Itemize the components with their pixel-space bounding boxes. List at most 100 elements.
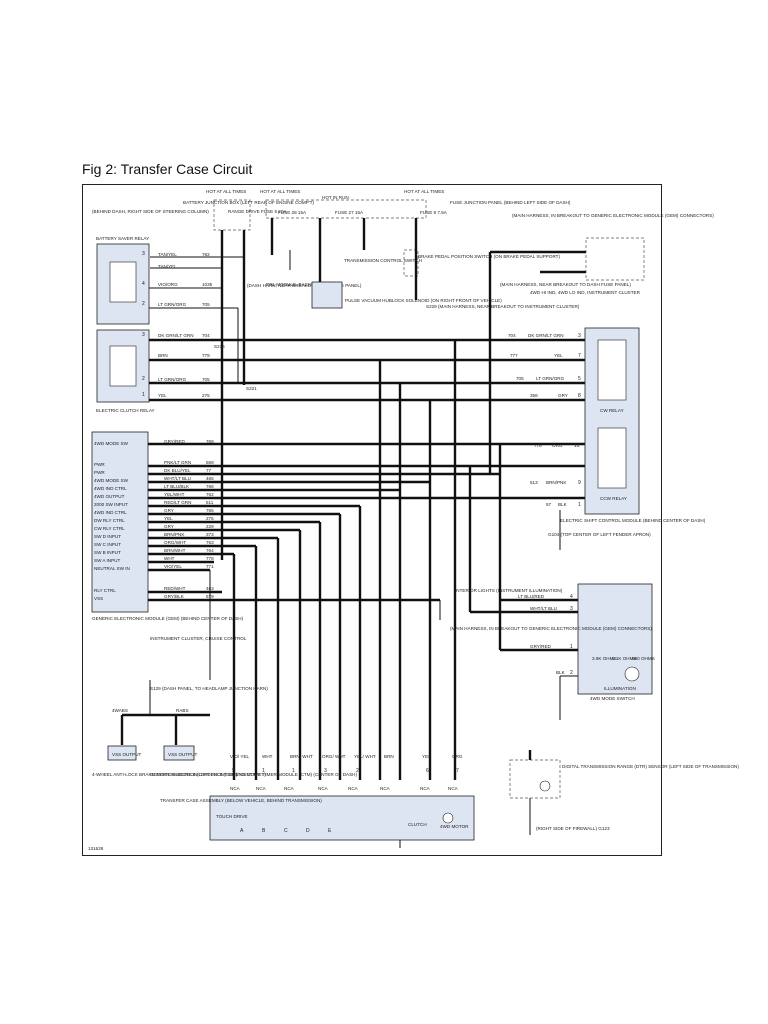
- svg-text:VIO/YEL: VIO/YEL: [164, 564, 182, 569]
- svg-text:WHT: WHT: [164, 556, 175, 561]
- fuse-panel-note: FUSE JUNCTION PANEL (BEHIND LEFT SIDE OF…: [450, 200, 571, 205]
- svg-text:YEL/WHT: YEL/WHT: [164, 492, 185, 497]
- svg-text:DW RLY CTRL: DW RLY CTRL: [94, 518, 125, 523]
- svg-text:5.1K OHMS: 5.1K OHMS: [612, 656, 637, 661]
- tc-connector-row: VIO/ YEL 5 NCA WHT 1 NCA BRN/ WHT 1 NCA …: [230, 754, 463, 791]
- fuse-28: FUSE 28 15A: [278, 210, 307, 215]
- instrument-cluster: 4WD HI IND, 4WD LO IND, INSTRUMENT CLUST…: [488, 237, 645, 474]
- svg-text:WHT: WHT: [262, 754, 273, 759]
- svg-text:513: 513: [530, 480, 538, 485]
- svg-text:10: 10: [574, 443, 580, 449]
- svg-text:3: 3: [570, 606, 573, 612]
- svg-text:3: 3: [142, 251, 145, 257]
- svg-text:1: 1: [578, 502, 581, 508]
- behind-dash-note: (BEHIND DASH, RIGHT SIDE OF STEERING COL…: [92, 209, 209, 214]
- svg-text:782: 782: [202, 252, 210, 257]
- hot-label-1: HOT AT ALL TIMES: [206, 189, 246, 194]
- svg-text:3: 3: [578, 333, 581, 339]
- hot-in-run-label: HOT IN RUN: [322, 195, 349, 200]
- svg-text:BRN: BRN: [158, 353, 168, 358]
- svg-text:1: 1: [142, 392, 145, 398]
- svg-text:ORG: ORG: [452, 754, 463, 759]
- svg-text:3: 3: [324, 768, 327, 774]
- svg-text:705: 705: [202, 377, 210, 382]
- motor-icon: [442, 812, 454, 824]
- svg-text:SW A INPUT: SW A INPUT: [94, 558, 120, 563]
- svg-text:GRY/RED: GRY/RED: [530, 644, 552, 649]
- svg-text:YEL: YEL: [554, 353, 563, 358]
- clutch-relay-label: ELECTRIC CLUTCH RELAY: [96, 408, 155, 413]
- illumination-label: ILLUMINATION: [604, 686, 636, 691]
- svg-text:705: 705: [516, 376, 524, 381]
- svg-text:TAN/YEL: TAN/YEL: [158, 264, 177, 269]
- vss-gem-tag: RABS: [176, 708, 189, 713]
- touch-drive-label: TOUCH DRIVE: [216, 814, 248, 819]
- svg-text:705: 705: [202, 302, 210, 307]
- vss-gem-output: [163, 745, 195, 761]
- svg-text:1035: 1035: [202, 282, 213, 287]
- svg-text:NCA: NCA: [420, 786, 431, 791]
- svg-text:1: 1: [292, 768, 295, 774]
- svg-text:DK GRN/LT GRN: DK GRN/LT GRN: [158, 333, 194, 338]
- svg-text:LT BLU/BLK: LT BLU/BLK: [164, 484, 190, 489]
- feed-wires: [150, 218, 418, 560]
- left-pin-row: 3 TAN/YEL 782 TAN/YEL 4 VIO/ORG 1035 2 L…: [142, 251, 213, 398]
- svg-text:BRN/PNK: BRN/PNK: [546, 480, 567, 485]
- svg-text:GRY: GRY: [164, 524, 174, 529]
- fuse-range-drive: RANGE DRIVE FUSE 5 20A: [228, 209, 287, 214]
- generic-electronic-module: GENERIC ELECTRONIC MODULE (GEM) (BEHIND …: [91, 431, 244, 621]
- svg-text:LT BLU/RED: LT BLU/RED: [518, 594, 545, 599]
- svg-text:BRN/WHT: BRN/WHT: [164, 548, 186, 553]
- svg-text:704: 704: [202, 333, 210, 338]
- svg-text:NCA: NCA: [348, 786, 359, 791]
- battery-saver-label: BATTERY SAVER RELAY: [96, 236, 149, 241]
- svg-text:GRY: GRY: [164, 508, 174, 513]
- svg-text:NCA: NCA: [448, 786, 459, 791]
- svg-text:8: 8: [578, 393, 581, 399]
- svg-text:4WD MODE SW: 4WD MODE SW: [94, 478, 129, 483]
- svg-text:CW RLY CTRL: CW RLY CTRL: [94, 526, 125, 531]
- dash-harness-note: (DASH HARN, NEAR BREAKOUT TO IP FUSE PAN…: [247, 283, 362, 288]
- svg-text:779: 779: [202, 353, 210, 358]
- svg-text:4WD MODE SW: 4WD MODE SW: [94, 441, 129, 446]
- vss-abs-note: 4-WHEEL ANTI-LOCK BRAKE SYSTEM MODULE (L…: [92, 772, 266, 777]
- gem-wires: [148, 442, 585, 602]
- svg-text:SW D INPUT: SW D INPUT: [94, 534, 121, 539]
- figure-title: Fig 2: Transfer Case Circuit: [82, 161, 253, 177]
- svg-text:2: 2: [142, 376, 145, 382]
- splice-s216: S216: [214, 344, 225, 349]
- svg-text:6: 6: [426, 768, 429, 774]
- svg-text:769: 769: [206, 439, 214, 444]
- clutch-label: CLUTCH: [408, 822, 427, 827]
- transfer-case-assembly: TRANSFER CASE ASSEMBLY (BELOW VEHICLE, B…: [160, 795, 475, 841]
- svg-text:NCA: NCA: [230, 786, 241, 791]
- motor-label: 4WD MOTOR: [440, 824, 469, 829]
- svg-text:VIO/ YEL: VIO/ YEL: [230, 754, 250, 759]
- svg-text:LT GRN/ORG: LT GRN/ORG: [158, 302, 187, 307]
- gem-box: [91, 431, 149, 613]
- drl-module-note: DRL MODULE, BACKUP LAMPS: [266, 282, 334, 287]
- dtr-outline: [509, 759, 561, 799]
- dtr-sensor: DIGITAL TRANSMISSION RANGE (DTR) SENSOR …: [509, 750, 739, 835]
- svg-text:GRY/RED: GRY/RED: [164, 439, 186, 444]
- svg-text:D: D: [306, 828, 310, 834]
- svg-text:VSS OUTPUT: VSS OUTPUT: [168, 752, 198, 757]
- svg-text:WHT/LT BLU: WHT/LT BLU: [164, 476, 191, 481]
- svg-text:373: 373: [206, 532, 214, 537]
- main-harness-dash-note: (MAIN HARNESS, NEAR BREAKOUT TO DASH FUS…: [500, 282, 631, 287]
- fuse-27: FUSE 27 15A: [335, 210, 364, 215]
- svg-text:3.9K OHMS: 3.9K OHMS: [592, 656, 617, 661]
- svg-text:RED/WHT: RED/WHT: [164, 586, 186, 591]
- vss-abs-tag: 4WABS: [112, 708, 128, 713]
- svg-text:766: 766: [206, 484, 214, 489]
- vacuum-solenoid-note: PULSE VACUUM HUBLOCK SOLENOID (ON RIGHT …: [345, 298, 502, 303]
- svg-text:BRN/ WHT: BRN/ WHT: [290, 754, 313, 759]
- escm-label: ELECTRIC SHIFT CONTROL MODULE (BEHIND CE…: [560, 518, 706, 523]
- svg-text:4WD IND CTRL: 4WD IND CTRL: [94, 486, 127, 491]
- svg-text:NEUTRAL SW IN: NEUTRAL SW IN: [94, 566, 130, 571]
- svg-text:4: 4: [570, 594, 573, 600]
- figure-id: 131626: [88, 846, 104, 851]
- cw-relay: [597, 339, 627, 401]
- svg-text:NCA: NCA: [380, 786, 391, 791]
